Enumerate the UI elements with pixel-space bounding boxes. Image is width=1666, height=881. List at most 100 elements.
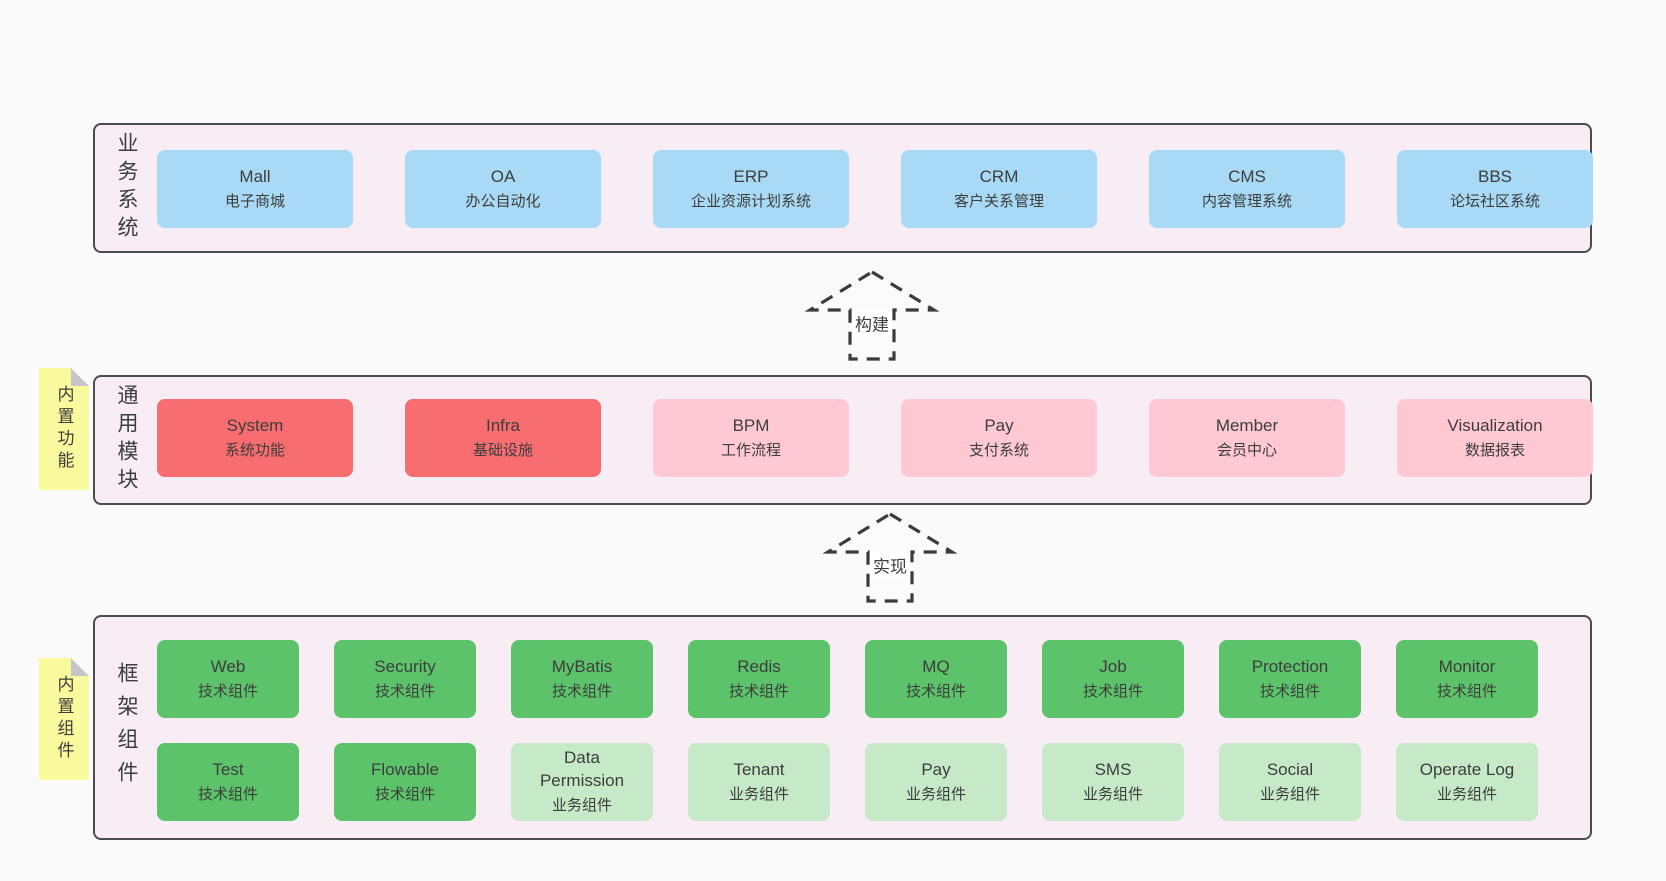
box-bpm: BPM 工作流程: [653, 399, 849, 477]
box-cms: CMS 内容管理系统: [1149, 150, 1345, 228]
box-operate-log: Operate Log 业务组件: [1396, 743, 1538, 821]
box-title: Redis: [737, 656, 781, 676]
box-subtitle: 基础设施: [472, 441, 533, 459]
box-subtitle: 技术组件: [551, 682, 612, 700]
box-mybatis: MyBatis 技术组件: [511, 640, 653, 718]
box-title: OA: [490, 166, 516, 186]
box-title: Monitor: [1438, 656, 1496, 676]
box-subtitle: 业务组件: [1436, 785, 1497, 803]
box-title: Flowable: [370, 759, 440, 779]
note-text: 内置功能: [54, 385, 74, 473]
box-title: CRM: [979, 166, 1019, 186]
note-text: 内置组件: [54, 675, 74, 763]
box-pay-component: Pay 业务组件: [865, 743, 1007, 821]
box-system: System 系统功能: [157, 399, 353, 477]
box-title: Test: [212, 759, 244, 779]
box-security: Security 技术组件: [334, 640, 476, 718]
box-subtitle: 技术组件: [197, 785, 258, 803]
box-protection: Protection 技术组件: [1219, 640, 1361, 718]
box-title: ERP: [733, 166, 769, 186]
box-web: Web 技术组件: [157, 640, 299, 718]
box-subtitle: 企业资源计划系统: [690, 192, 811, 210]
box-mall: Mall 电子商城: [157, 150, 353, 228]
box-mq: MQ 技术组件: [865, 640, 1007, 718]
box-subtitle: 技术组件: [1436, 682, 1497, 700]
box-title: Data Permission: [539, 748, 625, 791]
built-in-features-note: 内置功能: [39, 368, 89, 490]
box-social: Social 业务组件: [1219, 743, 1361, 821]
box-title: Social: [1266, 759, 1314, 779]
box-title: Pay: [921, 759, 951, 779]
box-title: Tenant: [733, 759, 785, 779]
box-monitor: Monitor 技术组件: [1396, 640, 1538, 718]
box-title: Visualization: [1447, 415, 1543, 435]
box-subtitle: 支付系统: [968, 441, 1029, 459]
box-subtitle: 论坛社区系统: [1449, 192, 1540, 210]
box-member: Member 会员中心: [1149, 399, 1345, 477]
box-subtitle: 系统功能: [224, 441, 285, 459]
build-arrow-label: 构建: [852, 309, 892, 337]
built-in-components-note: 内置组件: [39, 658, 89, 780]
box-title: Web: [210, 656, 246, 676]
framework-layer-label: 框架组件: [115, 661, 138, 794]
box-title: System: [226, 415, 284, 435]
box-subtitle: 电子商城: [224, 192, 285, 210]
box-subtitle: 业务组件: [1082, 785, 1143, 803]
folded-corner-icon: [71, 658, 89, 676]
box-title: BBS: [1477, 166, 1513, 186]
box-title: MQ: [922, 656, 950, 676]
box-subtitle: 办公自动化: [465, 192, 541, 210]
box-oa: OA 办公自动化: [405, 150, 601, 228]
box-subtitle: 技术组件: [197, 682, 258, 700]
box-job: Job 技术组件: [1042, 640, 1184, 718]
box-subtitle: 技术组件: [1259, 682, 1320, 700]
framework-layer: 框架组件 Web 技术组件 Security 技术组件 MyBatis 技术组件…: [93, 615, 1592, 840]
box-title: Pay: [984, 415, 1014, 435]
box-title: MyBatis: [551, 656, 613, 676]
box-subtitle: 业务组件: [728, 785, 789, 803]
box-subtitle: 工作流程: [720, 441, 781, 459]
modules-layer: 通用模块 System 系统功能 Infra 基础设施 BPM 工作流程 Pay…: [93, 375, 1593, 505]
box-title: Member: [1215, 415, 1279, 435]
business-layer-label: 业务系统: [115, 132, 138, 244]
box-title: BPM: [732, 415, 770, 435]
box-subtitle: 技术组件: [1082, 682, 1143, 700]
box-tenant: Tenant 业务组件: [688, 743, 830, 821]
box-pay-system: Pay 支付系统: [901, 399, 1097, 477]
box-erp: ERP 企业资源计划系统: [653, 150, 849, 228]
box-title: SMS: [1094, 759, 1132, 779]
box-title: Operate Log: [1419, 759, 1515, 779]
box-sms: SMS 业务组件: [1042, 743, 1184, 821]
build-arrow: 构建: [805, 268, 939, 363]
box-subtitle: 会员中心: [1216, 441, 1277, 459]
box-subtitle: 内容管理系统: [1201, 192, 1292, 210]
box-title: Infra: [485, 415, 521, 435]
box-subtitle: 业务组件: [905, 785, 966, 803]
implement-arrow-label: 实现: [870, 551, 910, 579]
folded-corner-icon: [71, 368, 89, 386]
box-title: Protection: [1251, 656, 1329, 676]
box-subtitle: 技术组件: [374, 682, 435, 700]
box-subtitle: 业务组件: [551, 797, 612, 815]
box-title: Security: [374, 656, 436, 676]
modules-layer-label: 通用模块: [115, 384, 138, 496]
box-title: Job: [1099, 656, 1127, 676]
box-subtitle: 技术组件: [374, 785, 435, 803]
box-title: Mall: [239, 166, 271, 186]
box-infra: Infra 基础设施: [405, 399, 601, 477]
box-crm: CRM 客户关系管理: [901, 150, 1097, 228]
box-data-permission: Data Permission 业务组件: [511, 743, 653, 821]
box-subtitle: 数据报表: [1464, 441, 1525, 459]
box-visualization: Visualization 数据报表: [1397, 399, 1593, 477]
box-flowable: Flowable 技术组件: [334, 743, 476, 821]
box-subtitle: 客户关系管理: [953, 192, 1044, 210]
box-subtitle: 业务组件: [1259, 785, 1320, 803]
box-bbs: BBS 论坛社区系统: [1397, 150, 1593, 228]
box-subtitle: 技术组件: [905, 682, 966, 700]
box-redis: Redis 技术组件: [688, 640, 830, 718]
box-title: CMS: [1228, 166, 1266, 186]
business-layer: 业务系统 Mall 电子商城 OA 办公自动化 ERP 企业资源计划系统 CRM…: [93, 123, 1593, 253]
box-subtitle: 技术组件: [728, 682, 789, 700]
box-test: Test 技术组件: [157, 743, 299, 821]
